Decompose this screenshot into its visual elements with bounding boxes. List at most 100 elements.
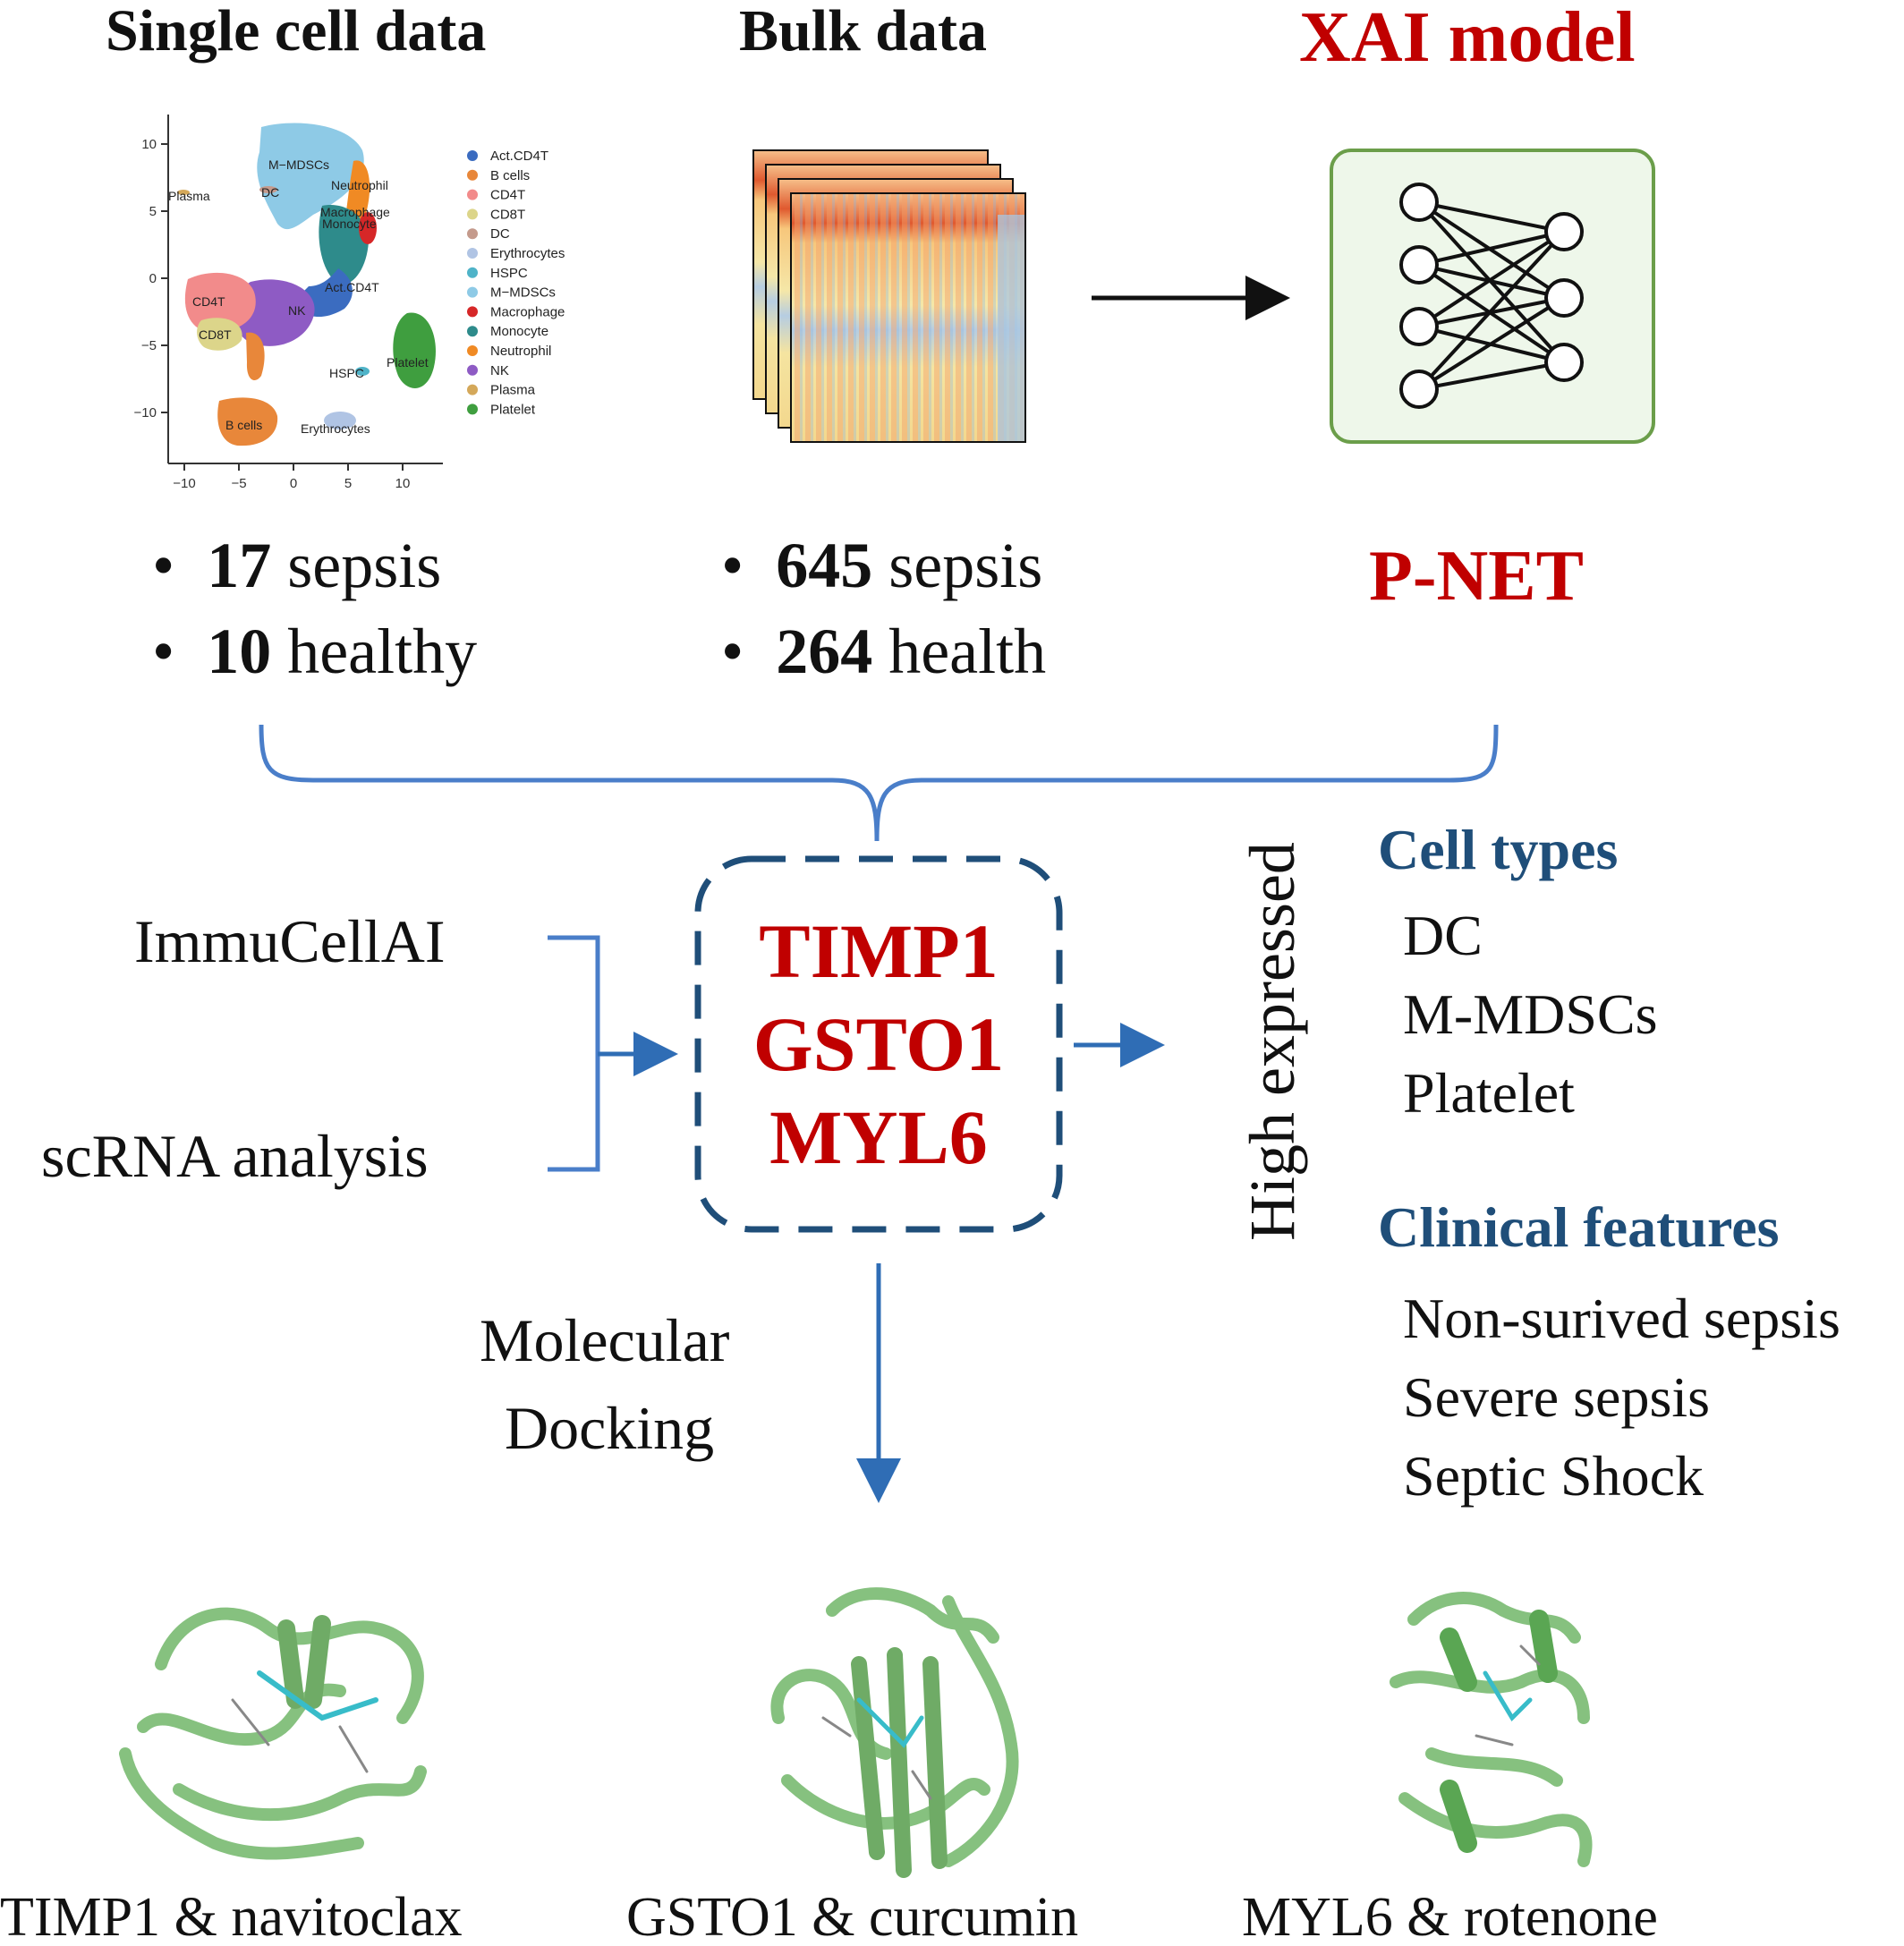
protein-gsto1 [770,1587,1019,1878]
docking-caption-timp1: TIMP1 & navitoclax [0,1887,463,1946]
cell-type-item: Platelet [1403,1061,1575,1125]
protein-timp1 [119,1607,427,1860]
cluster-label: Neutrophil [331,178,388,192]
cluster-label: HSPC [329,366,364,380]
high-expressed-label: High expressed [1237,842,1308,1241]
legend-label: Macrophage [490,304,565,319]
bullet: • [721,530,744,601]
cluster-label: CD4T [192,294,225,309]
stat-label: healthy [271,616,478,687]
docking-caption-gsto1: GSTO1 & curcumin [626,1887,1079,1946]
umap-xtick: 0 [290,476,297,491]
umap-ytick: 5 [149,204,157,219]
umap-ytick: −5 [141,338,157,353]
clinical-item: Septic Shock [1403,1444,1704,1508]
legend-label: Plasma [490,383,536,398]
merge-brace [259,724,1499,842]
gene-timp1: TIMP1 [759,908,999,994]
heatmap-side-block [998,215,1025,442]
heatmap-texture [791,193,1025,442]
network-edges [1417,200,1566,391]
legend-label: Platelet [490,402,536,417]
cluster-dc [259,186,277,193]
cluster-label: Erythrocytes [301,421,370,436]
cluster-label: DC [261,185,279,200]
cluster-platelet [393,312,436,388]
xai-heading: XAI model [1299,0,1636,77]
legend-swatch [467,326,478,337]
gene-myl6: MYL6 [769,1094,988,1180]
cluster-cd8t [197,318,242,351]
docking-label-line2: Docking [505,1394,715,1462]
cluster-label: Plasma [168,189,210,203]
single-cell-stat-sepsis: • 17 sepsis [152,533,441,598]
cluster-label: Monocyte [322,217,377,231]
cluster-label: NK [288,303,306,318]
clinical-heading: Clinical features [1378,1195,1780,1259]
scrna-label: scRNA analysis [41,1122,429,1190]
legend-swatch [467,345,478,356]
heatmap-front-border [790,192,1026,443]
legend-swatch [467,208,478,220]
model-box [1330,149,1655,444]
clinical-item: Severe sepsis [1403,1365,1711,1429]
legend-label: M−MDSCs [490,285,556,301]
stat-count: 645 [776,530,873,601]
legend-swatch [467,267,478,278]
umap-ytick: −10 [134,405,157,421]
cell-types-heading: Cell types [1378,818,1619,881]
legend-label: Erythrocytes [490,246,565,261]
stat-label: health [872,616,1047,687]
cell-type-item: M-MDSCs [1403,982,1658,1046]
stat-label: sepsis [271,530,442,601]
legend-swatch [467,384,478,395]
cluster-macrophage [359,212,377,244]
bulk-stat-sepsis: • 645 sepsis [721,533,1042,598]
cluster-label: Platelet [387,355,429,370]
legend-swatch [467,189,478,200]
heatmap-stack [752,149,1026,443]
legend-swatch [467,306,478,318]
legend-label: B cells [490,168,530,183]
cluster-bcells-upper [246,332,265,380]
legend-label: DC [490,226,510,242]
stat-label: sepsis [872,530,1043,601]
legend-label: CD4T [490,188,525,203]
single-cell-heading: Single cell data [106,0,487,64]
legend-swatch [467,228,478,240]
gene-box [694,855,1063,1233]
legend-swatch [467,286,478,298]
cluster-label: M−MDSCs [268,157,329,172]
bullet: • [152,530,175,601]
bullet: • [152,616,175,687]
legend-swatch [467,169,478,181]
stat-count: 264 [776,616,873,687]
cluster-label: Macrophage [320,205,390,219]
immucellai-label: ImmuCellAI [134,907,446,975]
gene-list: TIMP1 GSTO1 MYL6 [698,859,1059,1229]
legend-label: Act.CD4T [490,149,548,164]
cluster-cd4t [184,272,256,333]
docking-caption-myl6: MYL6 & rotenone [1242,1887,1658,1946]
cluster-label: Act.CD4T [325,280,379,294]
umap-ticks [161,143,404,471]
docking-label-line1: Molecular [480,1306,730,1374]
stat-count: 17 [207,530,272,601]
umap-xtick: −5 [231,476,246,491]
cluster-plasma [177,190,190,195]
protein-myl6 [1390,1592,1593,1867]
cell-type-item: DC [1403,904,1483,967]
legend-label: HSPC [490,266,528,281]
umap-xtick: −10 [173,476,195,491]
bulk-stat-health: • 264 health [721,619,1046,684]
clinical-item: Non-surived sepsis [1403,1287,1840,1350]
stat-count: 10 [207,616,272,687]
model-name: P-NET [1369,537,1584,616]
legend-swatch [467,150,478,161]
cluster-bcells [217,397,278,446]
legend-swatch [467,248,478,259]
cluster-label: CD8T [199,327,232,342]
